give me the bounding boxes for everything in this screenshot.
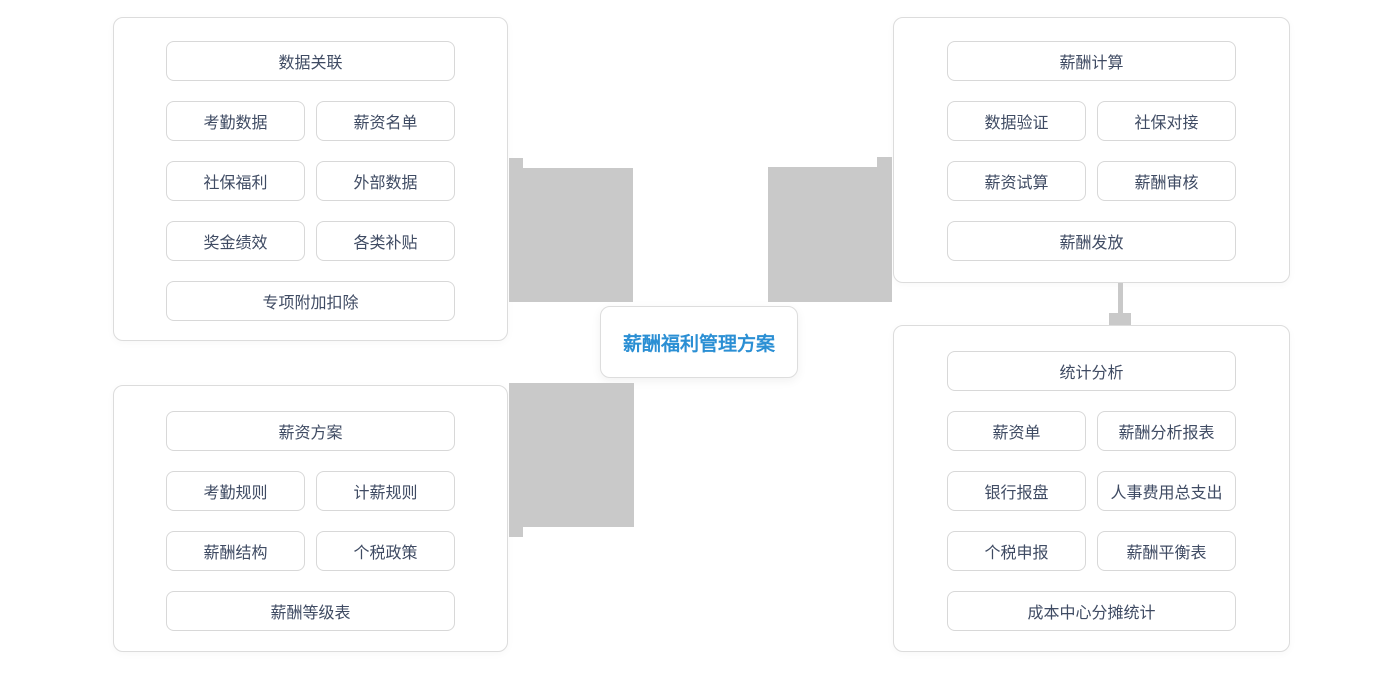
node-attendance-data: 考勤数据 (166, 101, 305, 141)
panel-row: 数据验证 社保对接 (947, 101, 1236, 141)
node-salary-trial-calc: 薪资试算 (947, 161, 1086, 201)
panel-row: 银行报盘 人事费用总支出 (947, 471, 1236, 511)
node-statistics-analysis: 统计分析 (947, 351, 1236, 391)
node-salary-payout: 薪酬发放 (947, 221, 1236, 261)
panel-row: 薪酬计算 (947, 41, 1236, 81)
panel-statistics-analysis: 统计分析 薪资单 薪酬分析报表 银行报盘 人事费用总支出 个税申报 薪酬平衡表 … (893, 325, 1290, 652)
panel-row: 考勤数据 薪资名单 (166, 101, 455, 141)
node-pay-rules: 计薪规则 (316, 471, 455, 511)
node-salary-plan: 薪资方案 (166, 411, 455, 451)
node-social-benefits: 社保福利 (166, 161, 305, 201)
node-payslip: 薪资单 (947, 411, 1086, 451)
node-salary-structure: 薪酬结构 (166, 531, 305, 571)
node-data-validation: 数据验证 (947, 101, 1086, 141)
panel-row: 薪酬发放 (947, 221, 1236, 261)
panel-row: 薪资单 薪酬分析报表 (947, 411, 1236, 451)
connector-block-top-right (768, 167, 892, 302)
connector-block-bottom-left (509, 383, 634, 527)
node-salary-grade-table: 薪酬等级表 (166, 591, 455, 631)
panel-row: 薪酬结构 个税政策 (166, 531, 455, 571)
connector-block-bottom-left-tab (509, 526, 523, 537)
connector-block-top-right-tab (877, 157, 892, 168)
node-data-link: 数据关联 (166, 41, 455, 81)
panel-row: 数据关联 (166, 41, 455, 81)
center-node-salary-benefit-plan: 薪酬福利管理方案 (600, 306, 798, 378)
node-salary-roster: 薪资名单 (316, 101, 455, 141)
node-bank-payment-file: 银行报盘 (947, 471, 1086, 511)
node-social-security-link: 社保对接 (1097, 101, 1236, 141)
connector-arrowhead-right (1109, 313, 1131, 325)
panel-salary-calculation: 薪酬计算 数据验证 社保对接 薪资试算 薪酬审核 薪酬发放 (893, 17, 1290, 283)
node-special-deduction: 专项附加扣除 (166, 281, 455, 321)
panel-row: 社保福利 外部数据 (166, 161, 455, 201)
panel-row: 统计分析 (947, 351, 1236, 391)
node-tax-filing: 个税申报 (947, 531, 1086, 571)
center-node-label: 薪酬福利管理方案 (622, 333, 775, 355)
node-subsidies: 各类补贴 (316, 221, 455, 261)
node-cost-center-allocation: 成本中心分摊统计 (947, 591, 1236, 631)
node-salary-review: 薪酬审核 (1097, 161, 1236, 201)
panel-row: 专项附加扣除 (166, 281, 455, 321)
panel-row: 考勤规则 计薪规则 (166, 471, 455, 511)
panel-row: 薪资方案 (166, 411, 455, 451)
panel-row: 奖金绩效 各类补贴 (166, 221, 455, 261)
connector-block-top-left (509, 168, 633, 302)
node-external-data: 外部数据 (316, 161, 455, 201)
panel-salary-plan: 薪资方案 考勤规则 计薪规则 薪酬结构 个税政策 薪酬等级表 (113, 385, 508, 652)
connector-block-top-left-tab (509, 158, 523, 169)
node-attendance-rules: 考勤规则 (166, 471, 305, 511)
node-salary-calculation: 薪酬计算 (947, 41, 1236, 81)
node-bonus-performance: 奖金绩效 (166, 221, 305, 261)
panel-row: 薪资试算 薪酬审核 (947, 161, 1236, 201)
node-tax-policy: 个税政策 (316, 531, 455, 571)
panel-row: 个税申报 薪酬平衡表 (947, 531, 1236, 571)
node-salary-balance-table: 薪酬平衡表 (1097, 531, 1236, 571)
node-salary-analysis-report: 薪酬分析报表 (1097, 411, 1236, 451)
panel-row: 成本中心分摊统计 (947, 591, 1236, 631)
node-hr-total-expense: 人事费用总支出 (1097, 471, 1236, 511)
panel-row: 薪酬等级表 (166, 591, 455, 631)
panel-data-link: 数据关联 考勤数据 薪资名单 社保福利 外部数据 奖金绩效 各类补贴 专项附加扣… (113, 17, 508, 341)
connector-line-right (1118, 283, 1123, 314)
